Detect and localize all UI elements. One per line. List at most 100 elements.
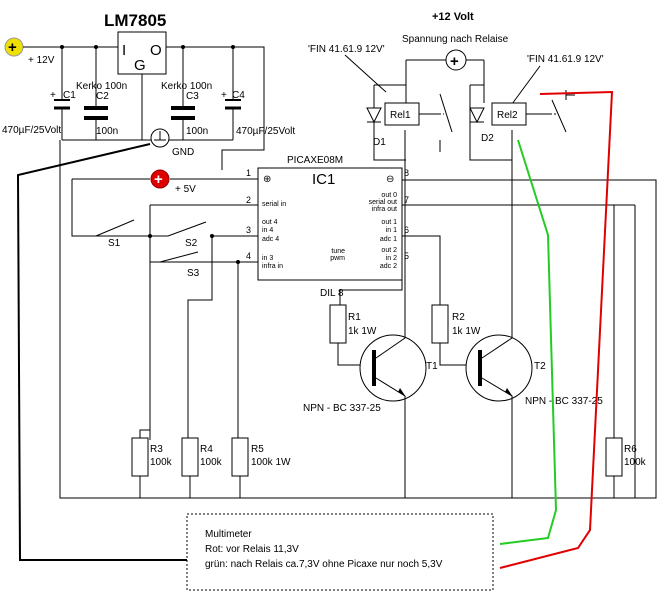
- c3-name: C3: [186, 91, 199, 102]
- t2-name: T2: [534, 361, 546, 372]
- r6-value: 100k: [624, 457, 647, 468]
- r6: [605, 437, 623, 477]
- regulator-pin-i: I: [122, 42, 126, 59]
- plus5-label: + 5V: [175, 184, 196, 195]
- ic-right-label: out 1: [381, 219, 397, 226]
- r2: [431, 304, 449, 344]
- ic-right-label: tune: [331, 248, 345, 255]
- ic-minus-symbol: ⊖: [386, 174, 394, 185]
- ic-pin-8: 8: [404, 168, 409, 178]
- ic-left-label: adc 4: [262, 236, 279, 243]
- d1-name: D1: [373, 137, 386, 148]
- ic-pin-4: 4: [246, 251, 251, 261]
- r4-value: 100k: [200, 457, 223, 468]
- ic-body: [257, 167, 403, 281]
- switch-s2: S2: [185, 238, 198, 249]
- ic-package: DIL 8: [320, 288, 344, 299]
- r2-value: 1k 1W: [452, 326, 481, 337]
- t2-body: [465, 334, 533, 402]
- ic-left-label: in 3: [262, 255, 273, 262]
- r3-name: R3: [150, 444, 163, 455]
- t1-body: [359, 334, 427, 402]
- switch-s3: S3: [187, 268, 200, 279]
- svg-text:+: +: [154, 171, 163, 188]
- ic-left-label: serial in: [262, 201, 286, 208]
- plus12-symbol: +: [8, 39, 17, 56]
- c2-type: Kerko 100n: [76, 81, 127, 92]
- c3-value: 100n: [186, 126, 208, 137]
- ic-pin-3: 3: [246, 225, 251, 235]
- d2-name: D2: [481, 133, 494, 144]
- r5-value: 100k 1W: [251, 457, 291, 468]
- regulator-body: [117, 31, 167, 75]
- plus12-title: +12 Volt: [432, 11, 474, 23]
- ic-right-label: adc 1: [380, 236, 397, 243]
- t2-type: NPN - BC 337-25: [525, 396, 603, 407]
- ic-right-label: out 2: [381, 247, 397, 254]
- multimeter-line-red: Rot: vor Relais 11,3V: [205, 544, 299, 555]
- relay-supply-label: Spannung nach Relaise: [402, 34, 509, 45]
- r3: [131, 437, 149, 477]
- r5-name: R5: [251, 444, 264, 455]
- regulator-pin-o: O: [150, 42, 162, 59]
- c2-value: 100n: [96, 126, 118, 137]
- rel1-name: Rel1: [390, 110, 411, 121]
- regulator-pin-g: G: [134, 57, 146, 74]
- ic-right-label: in 1: [386, 227, 397, 234]
- ic-pin-2: 2: [246, 195, 251, 205]
- rel2-type: 'FIN 41.61.9 12V': [527, 54, 604, 65]
- gnd-label: GND: [172, 147, 194, 158]
- rel2-name: Rel2: [497, 110, 518, 121]
- relay-supply-symbol: +: [450, 53, 459, 70]
- multimeter-line-green: grün: nach Relais ca.7,3V ohne Picaxe nu…: [205, 559, 443, 570]
- r6-name: R6: [624, 444, 637, 455]
- ic-plus-symbol: ⊕: [263, 174, 271, 185]
- svg-text:+: +: [221, 90, 227, 101]
- c4-name: C4: [232, 90, 245, 101]
- c2-name: C2: [96, 91, 109, 102]
- ic-type: PICAXE08M: [287, 155, 343, 166]
- ic-right-label: pwm: [330, 255, 345, 262]
- plus12-label: + 12V: [28, 55, 55, 66]
- t1-name: T1: [426, 361, 438, 372]
- t1-type: NPN - BC 337-25: [303, 403, 381, 414]
- r3-value: 100k: [150, 457, 173, 468]
- regulator-name: LM7805: [104, 11, 166, 30]
- r1-value: 1k 1W: [348, 326, 377, 337]
- ic-left-label: out 4: [262, 219, 278, 226]
- r4: [181, 437, 199, 477]
- probe-black: [16, 143, 195, 561]
- rel1-type: 'FIN 41.61.9 12V': [308, 44, 385, 55]
- c3-type: Kerko 100n: [161, 81, 212, 92]
- r4-name: R4: [200, 444, 213, 455]
- r5: [231, 437, 249, 477]
- switch-s1: S1: [108, 238, 121, 249]
- c4-value: 470µF/25Volt: [236, 126, 295, 137]
- multimeter-box: [186, 513, 494, 591]
- svg-text:+: +: [50, 90, 56, 101]
- ic-pin-1: 1: [246, 168, 251, 178]
- probe-green: [499, 139, 558, 545]
- ic-right-label: serial out: [369, 199, 397, 206]
- ic-left-label: in 4: [262, 227, 273, 234]
- r1-name: R1: [348, 312, 361, 323]
- r1: [329, 304, 347, 344]
- ic-pin-7: 7: [404, 195, 409, 205]
- r2-name: R2: [452, 312, 465, 323]
- ic-right-label: infra out: [372, 206, 397, 213]
- c1-name: C1: [63, 90, 76, 101]
- plus5-terminal-icon: [150, 169, 170, 189]
- ic-right-label: adc 2: [380, 263, 397, 270]
- ic-pin-5: 5: [404, 251, 409, 261]
- multimeter-title: Multimeter: [205, 529, 252, 540]
- probe-red: [499, 90, 614, 569]
- ic-right-label: out 0: [381, 192, 397, 199]
- c1-value: 470µF/25Volt: [2, 125, 61, 136]
- ic-left-label: infra in: [262, 263, 283, 270]
- ic-name: IC1: [312, 171, 335, 188]
